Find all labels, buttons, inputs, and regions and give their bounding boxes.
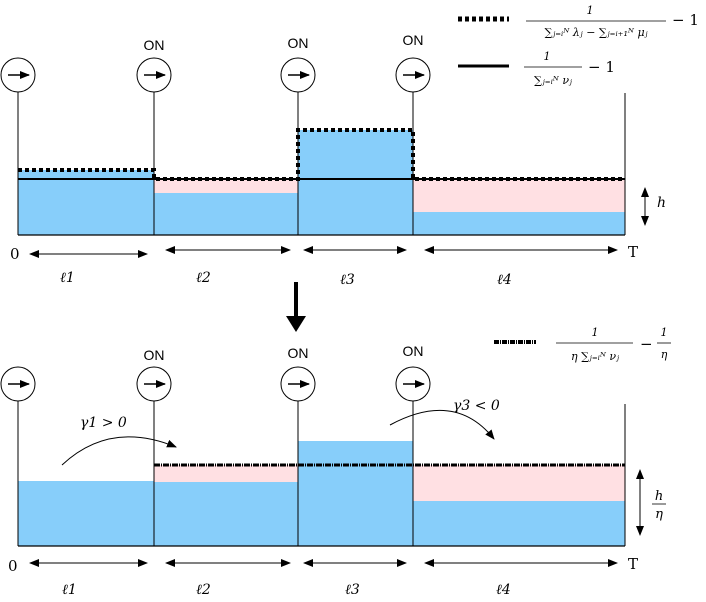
top-source-icon-1 xyxy=(136,57,172,93)
bottom-on-label-1: ON xyxy=(144,347,165,363)
legend-solid-numerator: 1 xyxy=(544,50,551,63)
gamma1-curved-arrow xyxy=(61,436,177,466)
bottom-bar-2-pink xyxy=(154,465,298,482)
bottom-bar-4-pink xyxy=(413,465,625,501)
legend-dotted-suffix: − 1 xyxy=(672,11,699,29)
top-bar-4-pink xyxy=(413,180,625,212)
legend-dashdot-tail-denominator: η xyxy=(661,348,668,361)
top-source-icon-0 xyxy=(0,57,36,93)
bottom-bar-1 xyxy=(18,481,154,546)
bottom-source-icon-1 xyxy=(136,366,172,402)
top-interval-label-2: ℓ2 xyxy=(196,270,211,286)
bottom-legend: 1 η ∑ⱼ₌ᵢᴺ νⱼ − 1 η xyxy=(494,326,671,363)
legend-solid-suffix: − 1 xyxy=(588,58,615,76)
top-legend: 1 ∑ⱼ₌ᵢᴺ λⱼ − ∑ⱼ₌ᵢ₊₁ᴺ μⱼ − 1 1 ∑ⱼ₌ᵢᴺ νⱼ −… xyxy=(458,4,699,87)
top-bar-3 xyxy=(298,130,413,235)
bottom-source-icon-0 xyxy=(0,366,36,402)
bottom-bar-3 xyxy=(298,441,413,546)
top-axis-start: 0 xyxy=(10,245,20,263)
legend-dotted-numerator: 1 xyxy=(587,4,594,17)
bottom-interval-label-4: ℓ4 xyxy=(496,582,511,598)
top-interval-label-3: ℓ3 xyxy=(340,272,355,288)
gamma1-label: γ1 > 0 xyxy=(80,415,127,431)
top-axis-end: T xyxy=(628,243,638,261)
transition-arrow xyxy=(286,282,306,332)
bottom-axis-end: T xyxy=(628,555,638,573)
gamma3-curved-arrow xyxy=(389,409,495,440)
top-on-label-1: ON xyxy=(144,37,165,53)
top-bar-1 xyxy=(18,170,154,235)
bottom-interval-label-1: ℓ1 xyxy=(62,582,77,598)
bottom-on-label-3: ON xyxy=(403,343,424,359)
top-bar-4 xyxy=(413,212,625,235)
bottom-source-icon-3 xyxy=(395,366,431,402)
top-source-icon-2 xyxy=(280,57,316,93)
legend-dashdot-tail-numerator: 1 xyxy=(661,326,668,339)
bottom-bar-4 xyxy=(413,501,625,546)
top-bar-2-pink xyxy=(154,178,298,193)
legend-dotted-denominator: ∑ⱼ₌ᵢᴺ λⱼ − ∑ⱼ₌ᵢ₊₁ᴺ μⱼ xyxy=(544,26,647,39)
bottom-panel: ON ON ON γ1 > 0 γ3 < 0 0 T ℓ1 ℓ2 ℓ3 ℓ4 h… xyxy=(0,326,671,598)
bottom-bar-2 xyxy=(154,482,298,546)
bottom-source-icon-2 xyxy=(280,366,316,402)
top-source-icon-3 xyxy=(395,57,431,93)
top-panel: ON ON ON 0 T ℓ1 ℓ2 ℓ3 ℓ4 h 1 ∑ⱼ₌ᵢᴺ λⱼ − … xyxy=(0,4,699,288)
top-on-label-2: ON xyxy=(288,35,309,51)
gamma3-label: γ3 < 0 xyxy=(453,398,500,414)
bottom-height-denominator: η xyxy=(655,507,663,522)
legend-dashdot-numerator: 1 xyxy=(592,326,599,339)
top-interval-label-1: ℓ1 xyxy=(60,270,75,286)
legend-dashdot-denominator: η ∑ⱼ₌ᵢᴺ νⱼ xyxy=(571,350,619,363)
top-bar-2 xyxy=(154,193,298,235)
bottom-interval-label-2: ℓ2 xyxy=(196,582,211,598)
top-dotted-threshold xyxy=(18,128,625,181)
legend-dashdot-minus: − xyxy=(640,335,653,353)
top-height-label: h xyxy=(657,195,666,211)
bottom-on-label-2: ON xyxy=(288,345,309,361)
bottom-height-numerator: h xyxy=(655,489,663,504)
bottom-axis-start: 0 xyxy=(8,557,18,575)
bottom-interval-label-3: ℓ3 xyxy=(345,582,360,598)
legend-solid-denominator: ∑ⱼ₌ᵢᴺ νⱼ xyxy=(534,74,572,87)
top-interval-label-4: ℓ4 xyxy=(497,272,512,288)
top-on-label-3: ON xyxy=(403,32,424,48)
